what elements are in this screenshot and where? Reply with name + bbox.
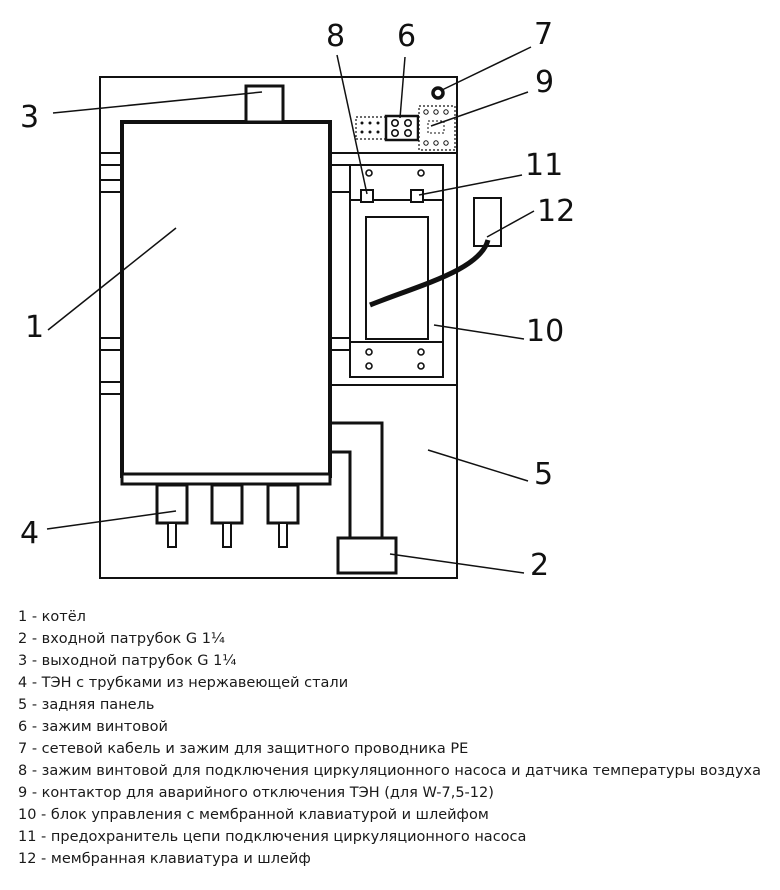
legend-item: 7 - сетевой кабель и зажим для защитного… xyxy=(18,741,469,757)
legend-item: 6 - зажим винтовой xyxy=(18,719,168,735)
power-cable-gland xyxy=(431,86,445,100)
callout-6: 6 xyxy=(397,19,416,54)
legend-item: 8 - зажим винтовой для подключения цирку… xyxy=(18,763,761,779)
callout-5: 5 xyxy=(534,457,553,492)
callout-3: 3 xyxy=(20,100,39,135)
terminal-block-dotted xyxy=(355,116,387,140)
callout-7: 7 xyxy=(534,17,553,52)
callout-11: 11 xyxy=(525,148,563,183)
callout-4: 4 xyxy=(20,516,39,551)
legend-item: 5 - задняя панель xyxy=(18,697,155,713)
left-brackets xyxy=(100,152,122,395)
contactor xyxy=(418,105,456,151)
legend-list: 1 - котёл 2 - входной патрубок G 1¼ 3 - … xyxy=(18,606,778,870)
boiler-bottom-flange xyxy=(120,472,332,486)
outlet-pipe xyxy=(244,84,285,124)
legend-item: 12 - мембранная клавиатура и шлейф xyxy=(18,851,311,867)
membrane-keypad xyxy=(473,197,502,247)
callout-12: 12 xyxy=(537,194,575,229)
ribbon-cable xyxy=(369,239,491,308)
heating-elements xyxy=(155,483,300,548)
inlet-pipe-route xyxy=(330,421,384,540)
callout-9: 9 xyxy=(535,65,554,100)
screw-terminal xyxy=(384,114,420,142)
inlet-pipe xyxy=(336,536,398,575)
legend-item: 4 - ТЭН с трубками из нержавеющей стали xyxy=(18,675,349,691)
callout-2: 2 xyxy=(530,548,549,583)
boiler-diagram: 1 2 3 4 5 6 7 8 9 10 11 12 xyxy=(20,17,575,583)
fuse-right xyxy=(410,189,424,203)
callout-8: 8 xyxy=(326,19,345,54)
legend-item: 2 - входной патрубок G 1¼ xyxy=(18,631,225,647)
callout-10: 10 xyxy=(526,314,564,349)
callout-1: 1 xyxy=(25,310,44,345)
fuse-left xyxy=(360,189,374,203)
leader-lines xyxy=(46,46,535,574)
legend-item: 11 - предохранитель цепи подключения цир… xyxy=(18,829,527,845)
legend-item: 9 - контактор для аварийного отключения … xyxy=(18,785,494,801)
contactor-terminals xyxy=(423,109,449,146)
legend-item: 3 - выходной патрубок G 1¼ xyxy=(18,653,237,669)
legend-item: 10 - блок управления с мембранной клавиа… xyxy=(18,807,489,823)
back-panel xyxy=(99,76,458,579)
boiler-body xyxy=(120,120,332,478)
screw-terminal-screws xyxy=(390,119,412,138)
control-unit-window xyxy=(365,216,429,340)
control-unit-screws xyxy=(365,169,425,370)
legend-item: 1 - котёл xyxy=(18,609,86,625)
right-brackets xyxy=(330,164,350,351)
